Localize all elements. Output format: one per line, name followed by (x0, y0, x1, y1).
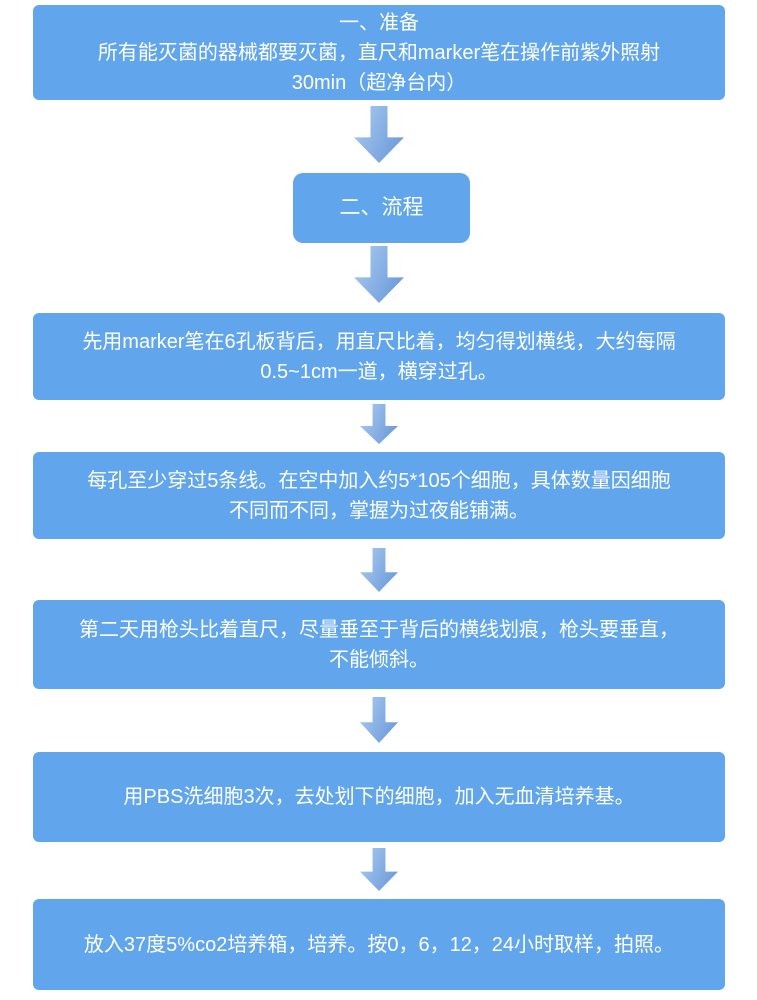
step-text-line: 不同而不同，掌握为过夜能铺满。 (229, 499, 529, 522)
flow-step-process: 二、流程 (293, 173, 470, 243)
step-text-line: 二、流程 (339, 196, 424, 219)
step-text-line: 放入37度5%co2培养箱，培养。按0，6，12，24小时取样，拍照。 (83, 933, 675, 956)
step-text-line: 30min（超净台内） (291, 71, 467, 94)
down-arrow-icon (354, 106, 404, 163)
flow-step-prepare: 一、准备 所有能灭菌的器械都要灭菌，直尺和marker笔在操作前紫外照射 30m… (33, 5, 725, 100)
step-text-line: 所有能灭菌的器械都要灭菌，直尺和marker笔在操作前紫外照射 (97, 41, 661, 64)
step-text-line: 用PBS洗细胞3次，去处划下的细胞，加入无血清培养基。 (123, 786, 635, 808)
flow-step-seed-cells: 每孔至少穿过5条线。在空中加入约5*105个细胞，具体数量因细胞 不同而不同，掌… (33, 452, 725, 539)
step-text-line: 先用marker笔在6孔板背后，用直尺比着，均匀得划横线，大约每隔 (82, 330, 676, 353)
down-arrow-icon (360, 548, 398, 592)
step-text-line: 0.5~1cm一道，横穿过孔。 (260, 360, 498, 383)
flow-step-incubate: 放入37度5%co2培养箱，培养。按0，6，12，24小时取样，拍照。 (33, 899, 725, 990)
down-arrow-icon (360, 697, 398, 743)
step-text-line: 不能倾斜。 (329, 648, 429, 671)
down-arrow-icon (354, 246, 404, 303)
flow-step-scratch: 第二天用枪头比着直尺，尽量垂至于背后的横线划痕，枪头要垂直， 不能倾斜。 (33, 600, 725, 689)
flow-step-draw-lines: 先用marker笔在6孔板背后，用直尺比着，均匀得划横线，大约每隔 0.5~1c… (33, 313, 725, 400)
step-text-line: 一、准备 (339, 11, 419, 34)
down-arrow-icon (360, 404, 398, 444)
step-text-line: 每孔至少穿过5条线。在空中加入约5*105个细胞，具体数量因细胞 (87, 469, 671, 492)
flow-step-wash: 用PBS洗细胞3次，去处划下的细胞，加入无血清培养基。 (33, 752, 725, 842)
step-text-line: 第二天用枪头比着直尺，尽量垂至于背后的横线划痕，枪头要垂直， (79, 618, 679, 641)
down-arrow-icon (360, 848, 398, 891)
